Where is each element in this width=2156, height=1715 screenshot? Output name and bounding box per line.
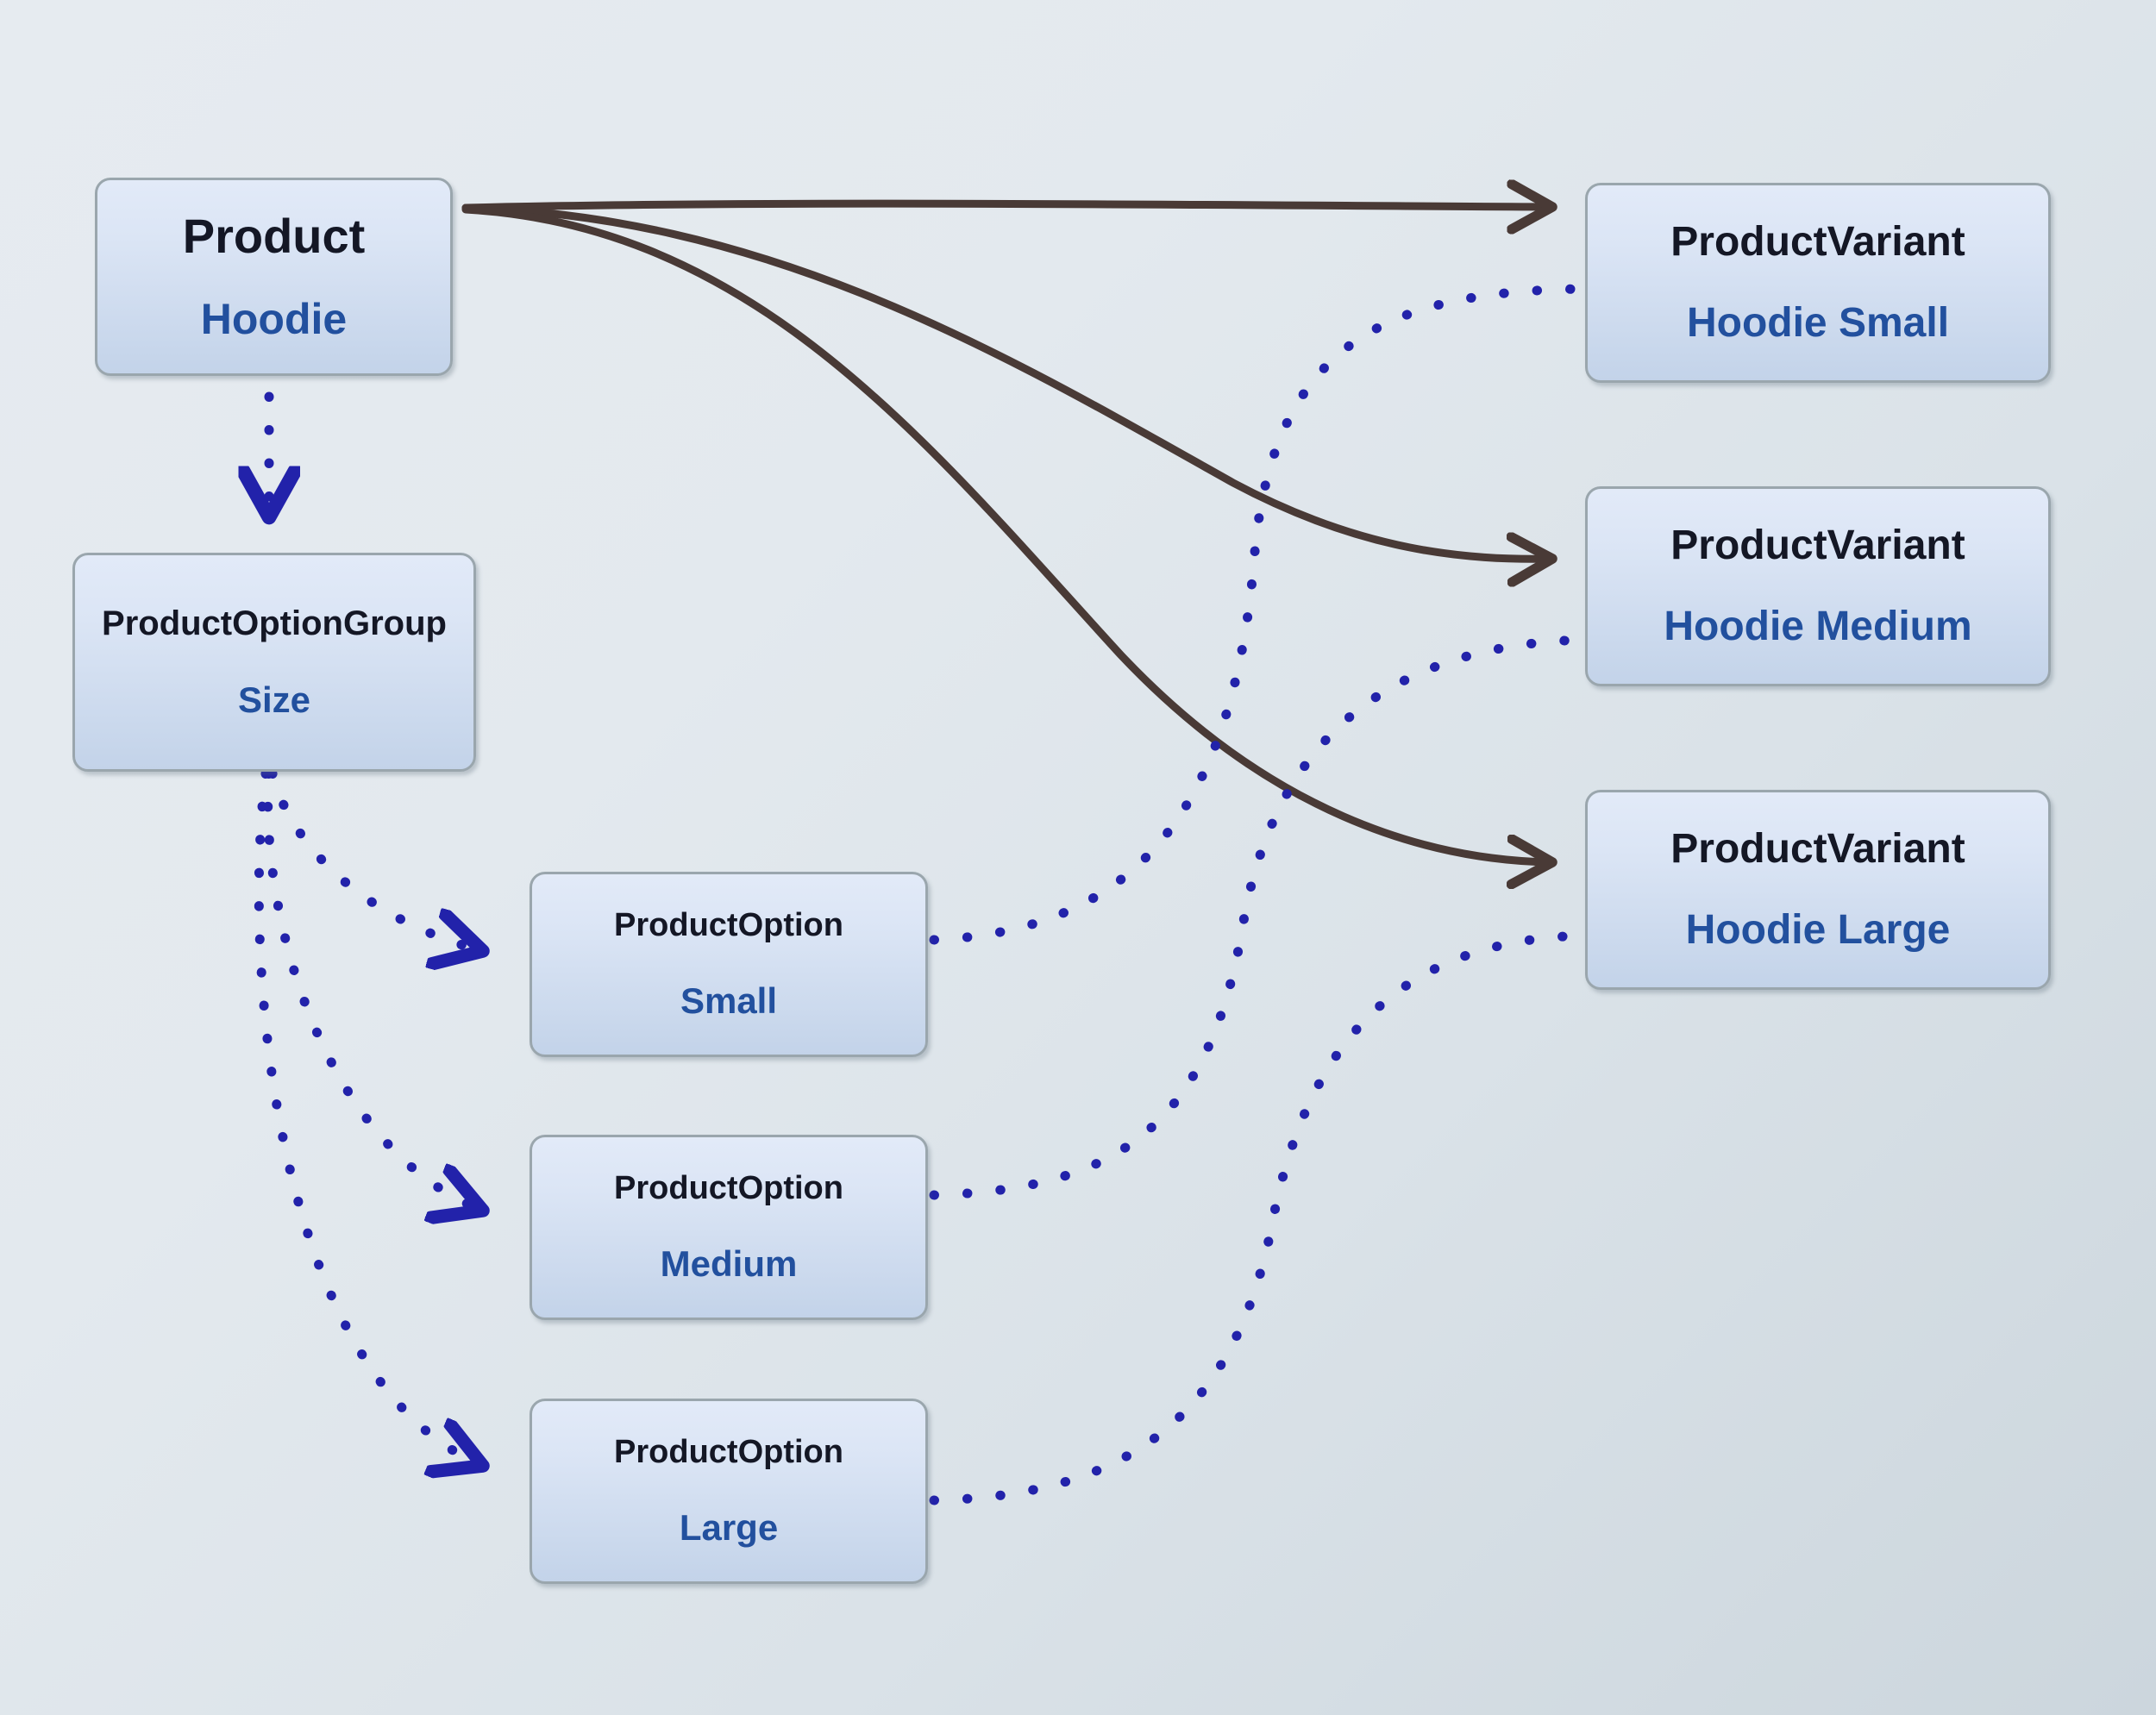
node-product-option-medium-type: ProductOption xyxy=(614,1169,843,1206)
node-product-type: Product xyxy=(182,209,366,264)
node-product-variant-hoodie-large-value: Hoodie Large xyxy=(1685,907,1951,953)
node-product[interactable]: Product Hoodie xyxy=(95,178,453,376)
edge-option-group-to-option-small xyxy=(267,768,483,951)
edge-product-to-variant-large xyxy=(461,205,1552,862)
node-product-variant-hoodie-small-type: ProductVariant xyxy=(1670,218,1965,265)
node-product-option-large-value: Large xyxy=(679,1507,779,1549)
node-product-value: Hoodie xyxy=(200,295,348,344)
edge-option-group-to-option-medium xyxy=(263,768,483,1211)
node-product-option-group[interactable]: ProductOptionGroup Size xyxy=(72,553,476,772)
node-product-variant-hoodie-small[interactable]: ProductVariant Hoodie Small xyxy=(1585,183,2051,383)
node-product-option-medium-value: Medium xyxy=(660,1243,798,1285)
edge-option-large-to-variant-large xyxy=(929,930,1589,1505)
node-product-variant-hoodie-medium-type: ProductVariant xyxy=(1670,522,1965,568)
edge-product-to-variant-small xyxy=(461,203,1552,208)
node-product-variant-hoodie-medium[interactable]: ProductVariant Hoodie Medium xyxy=(1585,486,2051,686)
node-product-option-large[interactable]: ProductOption Large xyxy=(530,1399,928,1584)
node-product-variant-hoodie-medium-value: Hoodie Medium xyxy=(1664,604,1972,649)
node-product-variant-hoodie-small-value: Hoodie Small xyxy=(1686,300,1950,346)
node-product-option-group-type: ProductOptionGroup xyxy=(102,604,447,642)
node-product-option-large-type: ProductOption xyxy=(614,1433,843,1470)
node-product-option-small[interactable]: ProductOption Small xyxy=(530,872,928,1057)
node-product-option-medium[interactable]: ProductOption Medium xyxy=(530,1135,928,1320)
node-product-option-small-value: Small xyxy=(680,980,778,1022)
edge-option-group-to-option-large xyxy=(254,768,483,1466)
node-product-variant-hoodie-large-type: ProductVariant xyxy=(1670,825,1965,872)
edge-product-to-variant-medium xyxy=(461,203,1552,559)
node-product-variant-hoodie-large[interactable]: ProductVariant Hoodie Large xyxy=(1585,790,2051,990)
edge-option-medium-to-variant-medium xyxy=(929,635,1589,1200)
node-product-option-group-value: Size xyxy=(237,679,311,720)
node-product-option-small-type: ProductOption xyxy=(614,906,843,943)
edge-option-small-to-variant-small xyxy=(929,284,1589,945)
